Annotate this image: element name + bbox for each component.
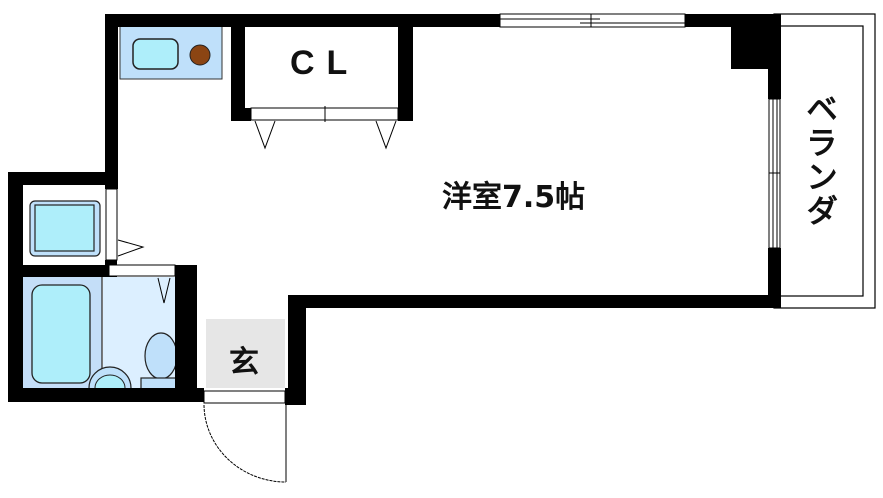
entrance-door bbox=[203, 390, 287, 483]
closet-doors bbox=[250, 106, 399, 150]
toilet-door bbox=[108, 264, 176, 304]
stove-burner-icon bbox=[189, 44, 211, 66]
washbasin-icon bbox=[29, 200, 101, 257]
western-room-label: 洋室7.5帖 bbox=[442, 180, 586, 215]
washroom-door bbox=[105, 188, 145, 261]
top-window bbox=[499, 13, 686, 28]
walls bbox=[8, 14, 781, 405]
entrance-label: 玄 bbox=[229, 345, 259, 380]
bathtub-icon bbox=[31, 284, 91, 384]
veranda-label: ベランダ bbox=[801, 92, 839, 228]
closet-label: CL bbox=[290, 44, 360, 82]
kitchen-sink-icon bbox=[132, 38, 179, 70]
entrance-floor bbox=[206, 319, 285, 388]
veranda-window bbox=[768, 98, 781, 249]
kitchen-counter bbox=[119, 25, 223, 80]
sink-semicircle-icon bbox=[88, 366, 132, 389]
